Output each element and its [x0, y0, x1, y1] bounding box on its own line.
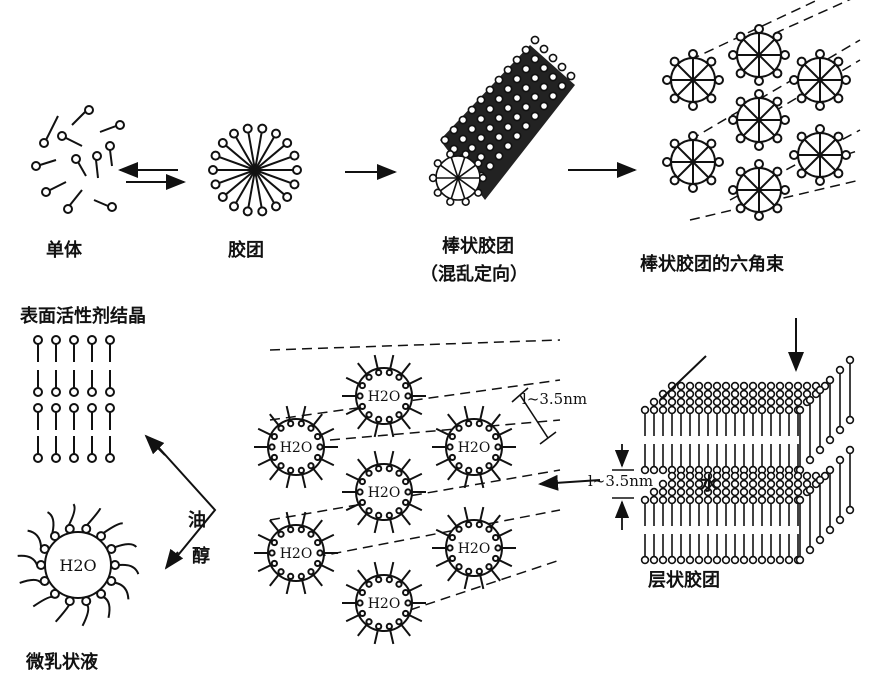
lamellar-micelle: [612, 318, 853, 563]
label-hexagonal-bundle: 棒状胶团的六角束: [640, 250, 784, 276]
rod-micelle: [430, 36, 575, 205]
hexagonal-bundle: [663, 0, 860, 220]
surfactant-crystal-illustration: [34, 336, 114, 462]
h2o-label: H2O: [280, 440, 313, 456]
inverse-hexagonal-phase: H2O H2O H2O H2O H2O H2O H2O: [254, 340, 560, 644]
h2o-label: H2O: [368, 389, 401, 405]
label-monomer: 单体: [46, 236, 82, 262]
h2o-label: H2O: [59, 556, 96, 575]
h2o-label: H2O: [368, 485, 401, 501]
label-lamellar-micelle: 层状胶团: [648, 566, 720, 592]
equilibrium-arrows: [120, 170, 184, 182]
spherical-micelle: [209, 125, 301, 216]
h2o-label: H2O: [368, 596, 401, 612]
label-alcohol: 醇: [192, 542, 210, 568]
h2o-label: H2O: [458, 541, 491, 557]
label-rod-micelle-sub: （混乱定向）: [420, 260, 528, 286]
label-micelle: 胶团: [228, 236, 264, 262]
label-thickness-mid: l~3.5nm: [588, 472, 653, 490]
h2o-label: H2O: [280, 546, 313, 562]
label-water: 水: [700, 470, 718, 496]
label-rod-micelle: 棒状胶团: [442, 232, 514, 258]
label-oil: 油: [188, 506, 206, 532]
label-microemulsion: 微乳状液: [26, 648, 98, 674]
microemulsion-droplet: H2O: [18, 504, 139, 626]
label-thickness-top: l~3.5nm: [522, 390, 587, 408]
label-surfactant-crystal: 表面活性剂结晶: [20, 302, 146, 328]
monomer-illustration: [32, 106, 124, 213]
h2o-label: H2O: [458, 440, 491, 456]
